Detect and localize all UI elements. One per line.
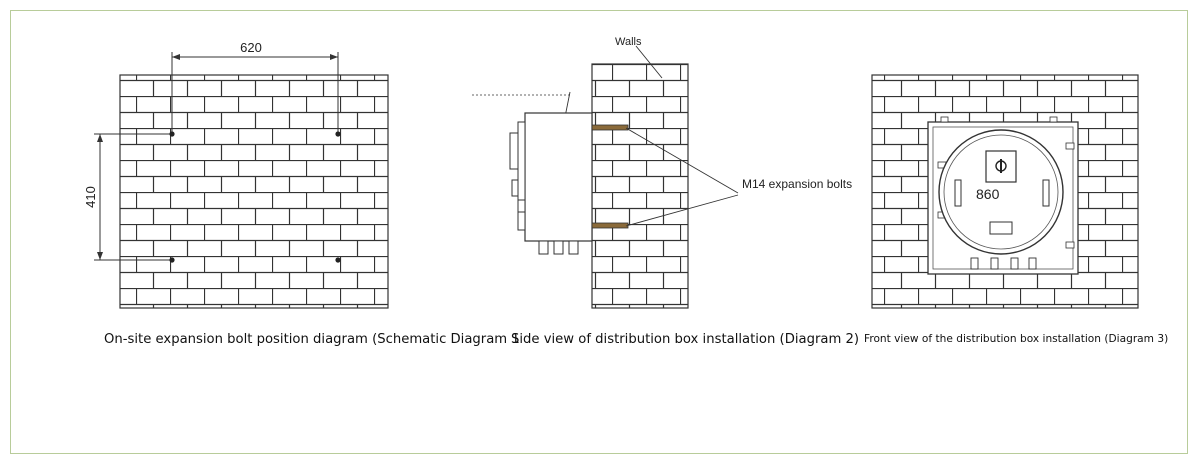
diagram-frame	[10, 10, 1188, 454]
bolt-hole	[335, 257, 341, 263]
bolt-hole	[335, 131, 341, 137]
caption-diagram-1: On-site expansion bolt position diagram …	[104, 332, 520, 347]
cable-gland	[1010, 257, 1019, 270]
caption-diagram-3: Front view of the distribution box insta…	[864, 333, 1168, 345]
cable-gland	[970, 257, 979, 270]
distribution-box-side	[524, 112, 593, 242]
cable-gland	[990, 257, 999, 270]
round-enclosure	[938, 129, 1064, 255]
nameplate	[989, 221, 1013, 235]
expansion-bolt	[591, 124, 629, 131]
brick-wall-2	[591, 63, 689, 309]
caption-diagram-2: Side view of distribution box installati…	[511, 332, 859, 347]
height-dimension-label: 410	[83, 186, 98, 208]
cable-gland	[568, 240, 579, 255]
walls-label: Walls	[615, 36, 642, 48]
width-dimension-label: 620	[240, 40, 262, 55]
cable-gland	[538, 240, 549, 255]
box-dimension-label: 860	[976, 186, 1000, 202]
front-view-diagram: 860 Front view of the distribution box i…	[864, 74, 1168, 345]
bolt-hole	[169, 131, 175, 137]
cable-gland	[553, 240, 564, 255]
bolts-label: M14 expansion bolts	[742, 177, 852, 191]
cable-gland	[1028, 257, 1037, 270]
bolt-hole	[169, 257, 175, 263]
bolt-position-diagram: 620 410 On-site expansion bolt position …	[82, 38, 520, 347]
side-view-diagram: Walls M14 expansion bolts Side view of d…	[472, 36, 859, 347]
brick-wall-1	[119, 74, 389, 309]
expansion-bolt	[591, 222, 629, 229]
